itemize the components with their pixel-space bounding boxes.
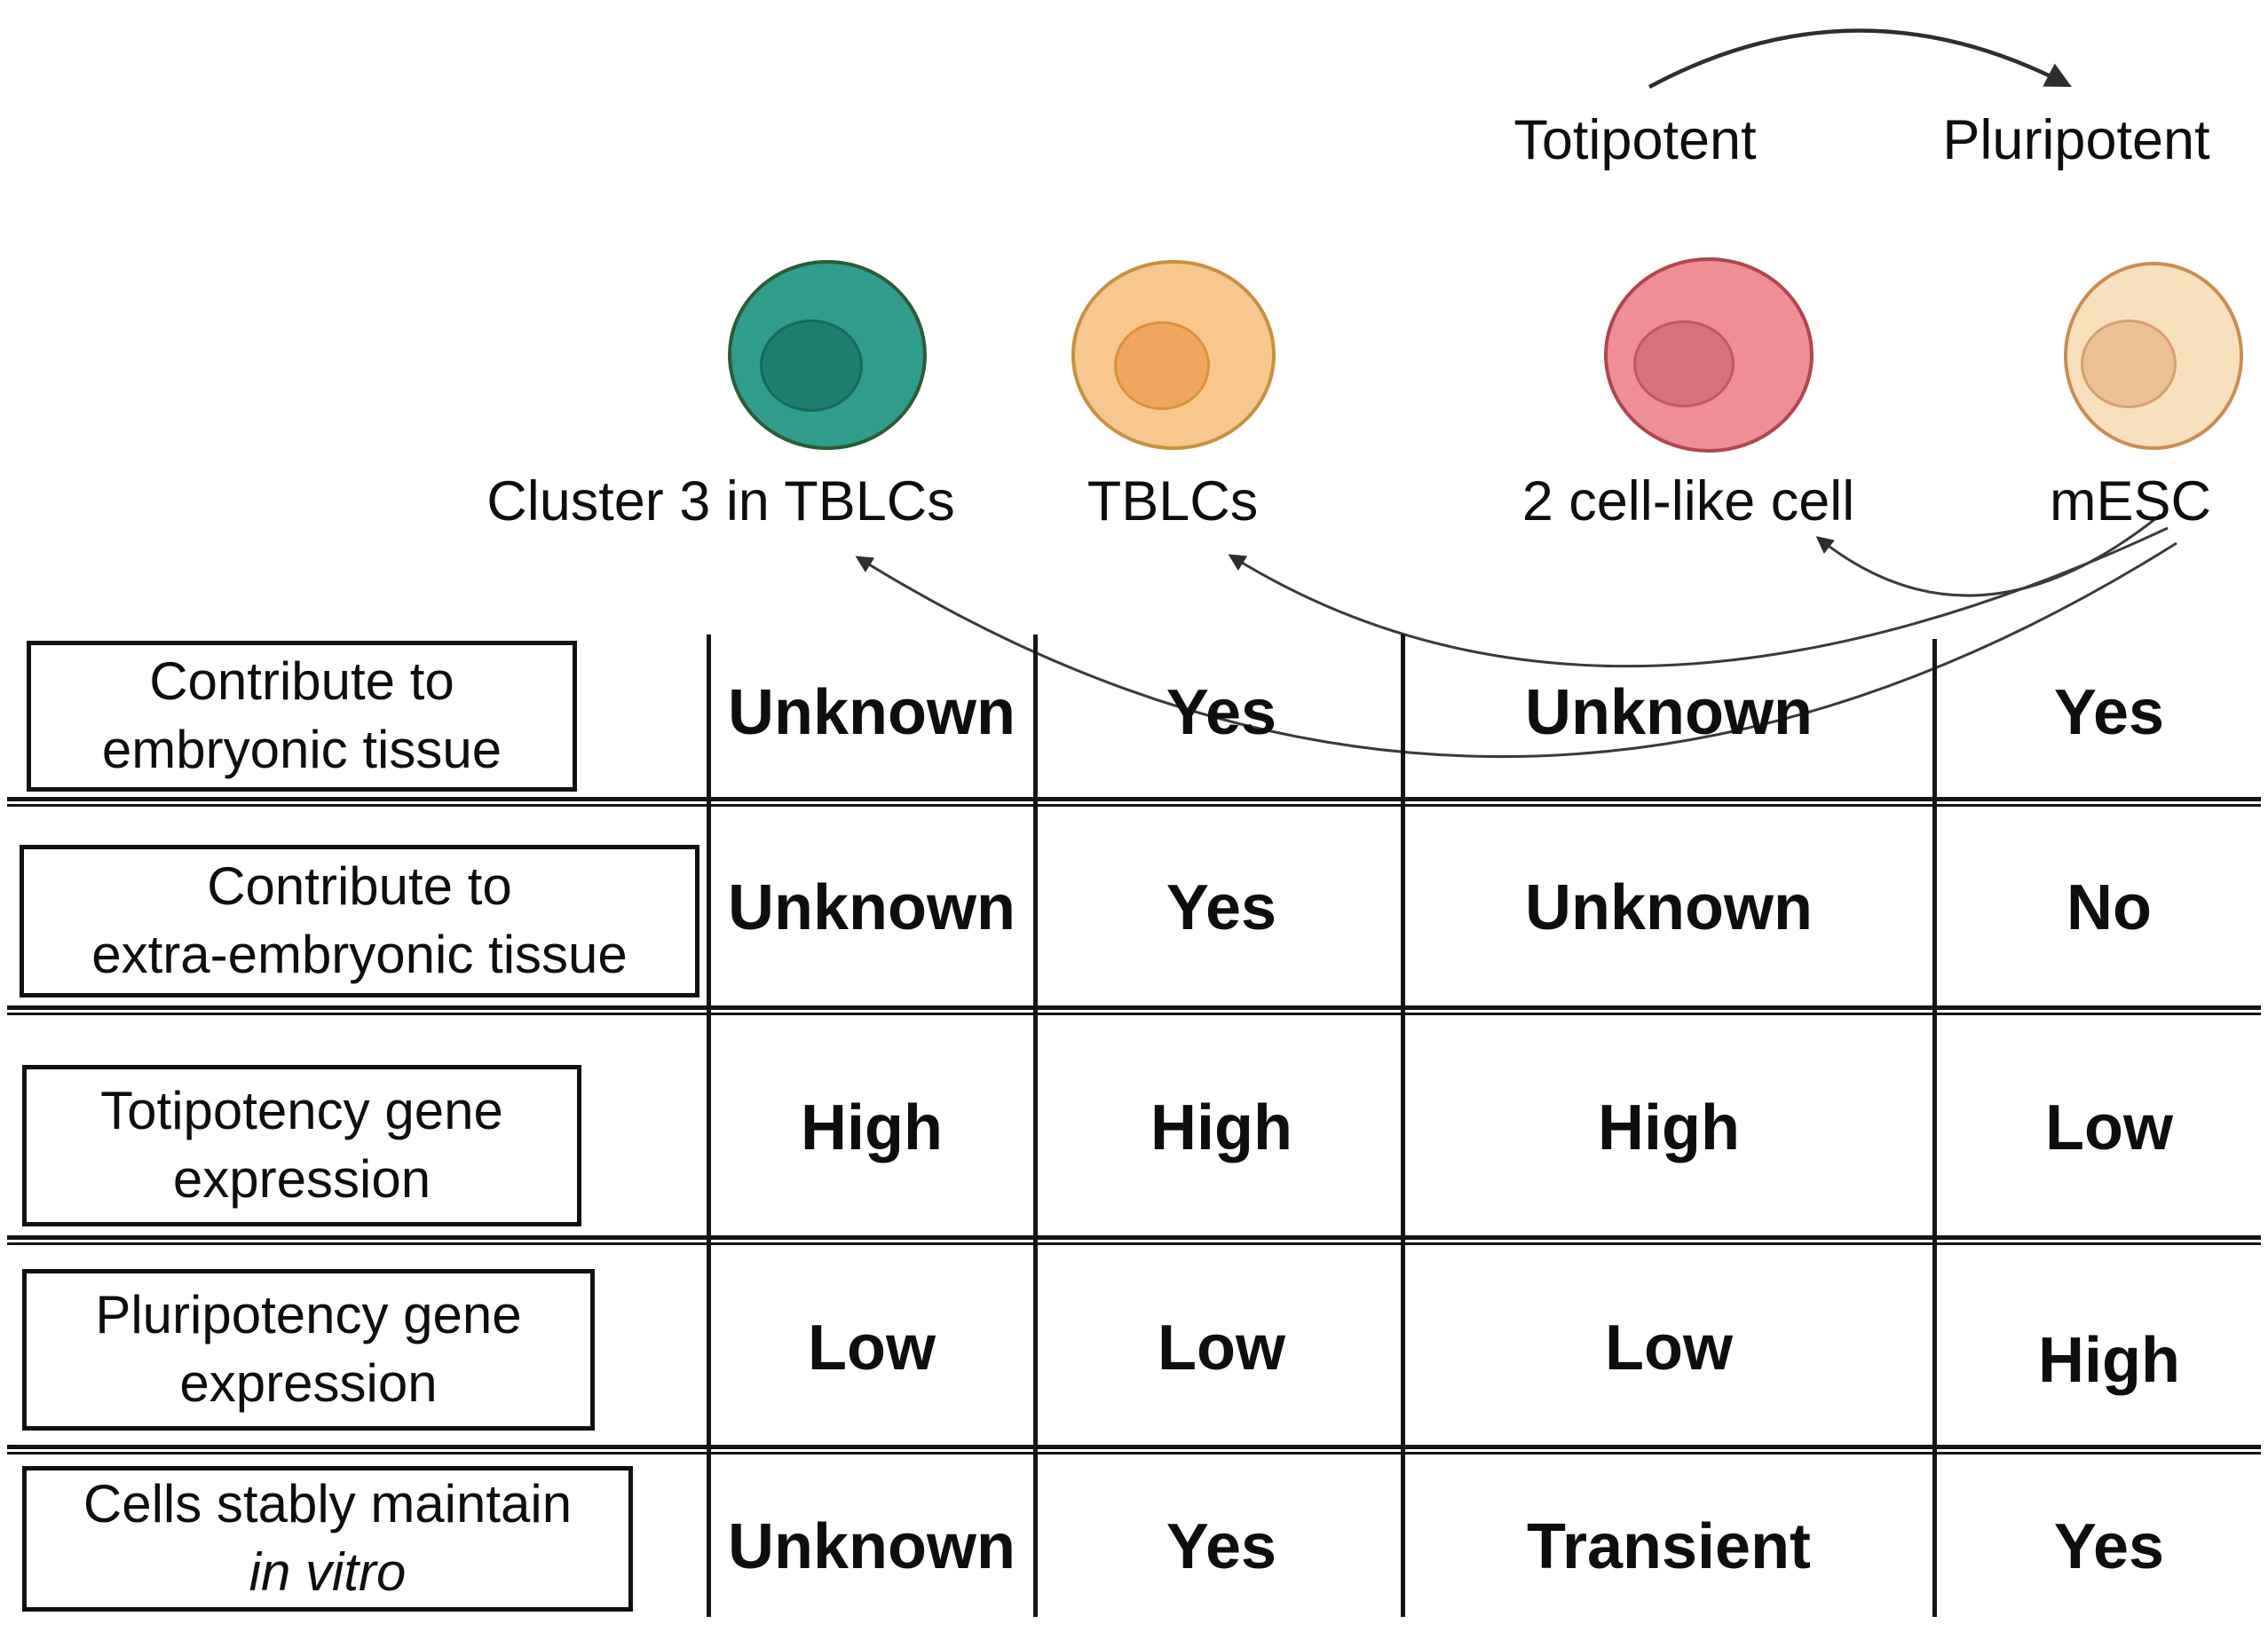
table-column-line-3 <box>1401 635 1405 1617</box>
cell-r2-2cell-like: Unknown <box>1525 872 1813 943</box>
2cell-like-cell-icon <box>1604 257 1814 453</box>
row-header-text: Totipotency gene <box>100 1081 503 1141</box>
pluripotent-label: Pluripotent <box>1942 109 2210 171</box>
tblc-cell-icon <box>1071 260 1276 450</box>
cell-r4-cluster3: Low <box>808 1313 936 1384</box>
cell-r5-tblcs: Yes <box>1166 1511 1277 1582</box>
table-row-line-4 <box>7 1445 2261 1455</box>
cell-r3-tblcs: High <box>1150 1092 1292 1163</box>
mesc-nucleus-icon <box>2081 319 2177 408</box>
2cell-like-label: 2 cell-like cell <box>1521 470 1855 532</box>
row-header-text: expression <box>179 1353 438 1413</box>
cell-r1-tblcs: Yes <box>1166 677 1277 748</box>
cluster3-tblc-cell-icon <box>728 260 927 450</box>
row-header-cells-stably-maintain: Cells stably maintain in vitro <box>22 1466 633 1612</box>
tblc-nucleus-icon <box>1114 321 1210 410</box>
row-header-text: Cells stably maintain <box>83 1474 573 1534</box>
mesc-label: mESC <box>2049 470 2212 532</box>
cell-r5-2cell-like: Transient <box>1526 1511 1812 1582</box>
cell-r3-cluster3: High <box>801 1092 943 1163</box>
row-header-text-italic: in vitro <box>249 1542 407 1602</box>
cell-r1-cluster3: Unknown <box>728 677 1015 748</box>
table-column-line-2 <box>1033 635 1038 1617</box>
row-header-text: Contribute to <box>207 856 512 917</box>
row-header-contribute-extra-embryonic: Contribute to extra-embryonic tissue <box>20 845 699 997</box>
table-column-line-4 <box>1932 639 1937 1617</box>
totipotent-to-pluripotent-arrow <box>1648 28 2072 89</box>
tblc-label: TBLCs <box>1087 470 1259 532</box>
row-header-pluripotency-gene: Pluripotency gene expression <box>22 1269 595 1431</box>
cell-r5-cluster3: Unknown <box>728 1511 1015 1582</box>
cell-r4-mesc: High <box>2038 1325 2180 1396</box>
cell-r1-mesc: Yes <box>2053 677 2165 748</box>
cell-r1-2cell-like: Unknown <box>1525 677 1813 748</box>
row-header-text: Pluripotency gene <box>95 1285 522 1345</box>
cell-r5-mesc: Yes <box>2053 1511 2165 1582</box>
mesc-to-tblcs-arrow <box>1228 526 2169 668</box>
cluster3-tblc-nucleus-icon <box>760 319 863 412</box>
row-header-contribute-embryonic: Contribute to embryonic tissue <box>27 641 577 792</box>
row-header-text: Contribute to <box>149 651 454 712</box>
cell-r4-2cell-like: Low <box>1605 1313 1733 1384</box>
cell-r2-tblcs: Yes <box>1166 872 1277 943</box>
cell-r3-mesc: Low <box>2045 1092 2173 1163</box>
row-header-text: extra-embryonic tissue <box>91 925 628 984</box>
row-header-totipotency-gene: Totipotency gene expression <box>22 1065 581 1226</box>
cell-r3-2cell-like: High <box>1598 1092 1740 1163</box>
table-row-line-2 <box>7 1005 2261 1015</box>
table-column-line-1 <box>707 635 711 1617</box>
table-row-line-3 <box>7 1235 2261 1245</box>
cell-r2-cluster3: Unknown <box>728 872 1015 943</box>
row-header-text: embryonic tissue <box>101 720 502 779</box>
table-row-line-1 <box>7 797 2261 807</box>
mesc-cell-icon <box>2064 262 2243 450</box>
cell-r2-mesc: No <box>2066 872 2152 943</box>
2cell-like-nucleus-icon <box>1633 320 1735 407</box>
row-header-text: expression <box>172 1149 431 1209</box>
cluster3-tblc-label: Cluster 3 in TBLCs <box>486 470 955 532</box>
totipotent-label: Totipotent <box>1513 109 1757 171</box>
cell-r4-tblcs: Low <box>1158 1313 1285 1384</box>
